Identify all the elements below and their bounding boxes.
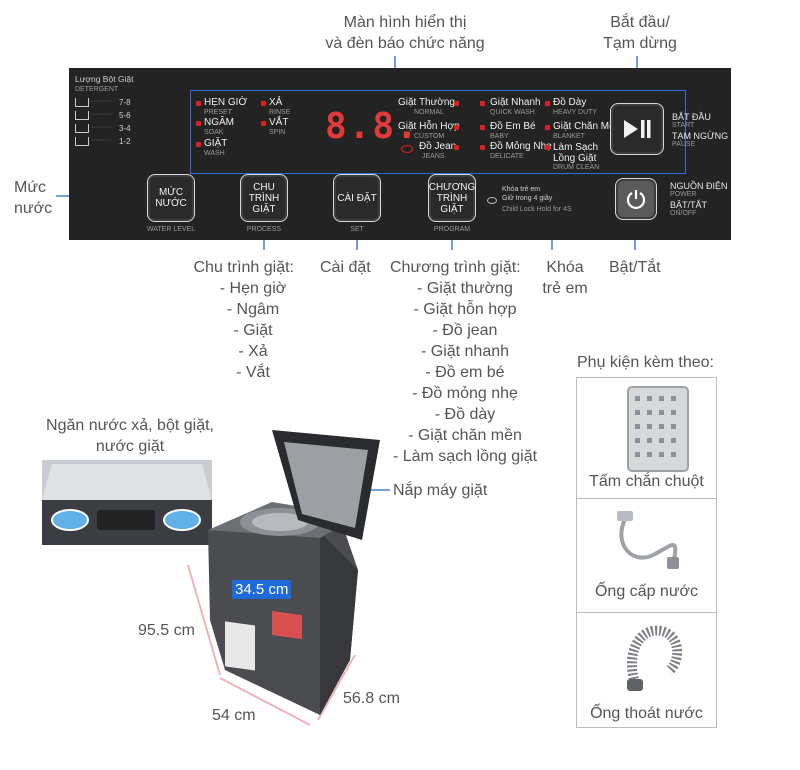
process-list: Chu trình giặt: - Hẹn giờ - Ngâm - Giặt …	[193, 259, 295, 381]
program-label-custom: Giặt Hỗn Hợp	[398, 121, 460, 132]
process-label-preset: HẸN GIỜ	[204, 97, 248, 108]
inlet-hose-image	[617, 511, 679, 569]
power-callout: Bật/Tắt	[609, 259, 661, 276]
lid-callout: Nắp máy giặt	[393, 482, 488, 499]
program-list: Chương trình giặt: - Giặt thường - Giặt …	[390, 259, 538, 465]
power-label: NGUỒN ĐIỆN	[670, 181, 728, 191]
accessory-cell: Ống cấp nước	[577, 498, 716, 613]
dim-drum: 34.5 cm	[232, 580, 292, 599]
cup-icon	[75, 111, 89, 120]
detergent-level: 7-8	[119, 98, 131, 107]
accessories-title: Phụ kiện kèm theo:	[577, 354, 714, 371]
start-pause-callout: Bắt đầu/Tạm dừng	[603, 14, 677, 52]
process-label-wash: GIẶT	[204, 138, 228, 149]
accessory-label: Ống thoát nước	[590, 705, 703, 722]
water-level-button[interactable]: MỨC NƯỚC	[147, 174, 195, 222]
accessory-label: Tấm chắn chuột	[589, 473, 704, 490]
detergent-level: 1-2	[119, 137, 131, 146]
power-icon	[626, 190, 646, 210]
detergent-level: 5-6	[119, 111, 131, 120]
dim-depth: 56.8 cm	[343, 690, 400, 707]
program-button[interactable]: CHƯƠNG TRÌNH GIẶT	[428, 174, 476, 222]
program-label-delicate: Đồ Mỏng Nhẹ	[490, 141, 552, 152]
program-label-heavy-duty: Đồ Dày	[553, 97, 587, 108]
detergent-level: 3-4	[119, 124, 131, 133]
process-button[interactable]: CHU TRÌNH GIẶT	[240, 174, 288, 222]
set-callout: Cài đặt	[320, 259, 371, 276]
cup-icon	[75, 98, 89, 107]
start-label: BẮT ĐẦU	[672, 112, 711, 122]
dim-width: 54 cm	[212, 707, 256, 724]
accessory-cell: Ống thoát nước	[577, 612, 716, 728]
accessories-box: Tấm chắn chuột Ống cấp nước Ống thoát nư…	[576, 377, 717, 728]
control-panel: Lượng Bột Giặt DETERGENT ········· 7-8 ·…	[69, 68, 731, 240]
program-label-drum-clean: Làm Sạch Lồng Giặt	[553, 142, 599, 164]
seven-segment-display: 8.8.	[325, 106, 420, 147]
process-label-rinse: XẢ	[269, 97, 283, 108]
detergent-drawer-image	[42, 460, 212, 545]
drain-hose-image	[626, 625, 683, 691]
program-label-blanket: Giặt Chăn Mền	[553, 121, 621, 132]
process-label-soak: NGÂM	[204, 117, 234, 128]
on-off-label: BẬT/TẮT	[670, 200, 708, 210]
program-label-quick-wash: Giặt Nhanh	[490, 97, 541, 108]
start-pause-button[interactable]	[610, 103, 664, 155]
rat-guard-image	[627, 386, 689, 472]
cup-icon	[75, 137, 89, 146]
detergent-sub: DETERGENT	[75, 86, 119, 93]
drawer-callout: Ngăn nước xả, bột giặt,nước giặt	[46, 417, 214, 455]
program-label-jeans: Đồ Jean	[419, 141, 457, 152]
washing-machine-image	[187, 430, 380, 726]
accessory-label: Ống cấp nước	[594, 583, 699, 600]
process-label-spin: VẮT	[269, 117, 289, 128]
pause-label: TẠM NGỪNG	[672, 131, 729, 141]
detergent-title: Lượng Bột Giặt	[75, 74, 134, 84]
set-button[interactable]: CÀI ĐẶT	[333, 174, 381, 222]
child-lock-text: Khóa trẻ em	[502, 186, 541, 193]
jeans-icon	[401, 145, 413, 153]
program-label-baby: Đồ Em Bé	[490, 121, 536, 132]
play-pause-icon	[624, 120, 651, 138]
dim-height: 95.5 cm	[138, 622, 195, 639]
program-label-normal: Giặt Thường	[398, 97, 455, 108]
cup-icon	[75, 124, 89, 133]
child-lock-icon	[487, 197, 497, 204]
display-panel	[190, 90, 686, 174]
power-button[interactable]	[615, 178, 657, 220]
